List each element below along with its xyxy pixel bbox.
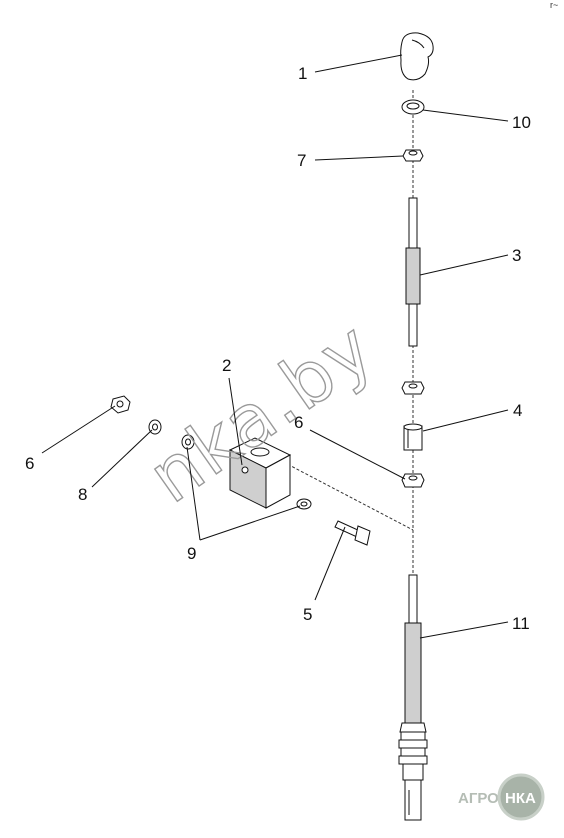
- nut-7-part: [402, 149, 424, 162]
- coupling-sleeve-4-part: [403, 423, 423, 451]
- nut-upper-part: [401, 381, 425, 395]
- callout-9: 9: [187, 544, 196, 563]
- threaded-rod-3-part: [405, 197, 421, 347]
- logo-text-right: НКА: [505, 790, 536, 807]
- bolt-5-part: [334, 520, 371, 546]
- corner-mark: r~: [550, 0, 558, 10]
- callout-6-left: 6: [25, 454, 34, 473]
- bracket-2-part: [228, 437, 292, 509]
- washer-10-part: [401, 99, 425, 115]
- callout-11: 11: [512, 614, 530, 633]
- washers-9-part: [181, 434, 312, 510]
- callout-7: 7: [297, 151, 306, 170]
- callout-2: 2: [222, 356, 231, 375]
- callout-4: 4: [513, 401, 522, 420]
- cable-11-part: [398, 574, 428, 821]
- callout-8: 8: [78, 485, 87, 504]
- leader-lines: [41, 54, 509, 639]
- callout-labels: 1 2 3 4 5 6 6 7 8 9 10 11: [25, 64, 531, 633]
- logo-circle: [497, 773, 545, 821]
- callout-10: 10: [512, 113, 531, 132]
- callout-6-right: 6: [294, 413, 303, 432]
- nut-6-left-part: [110, 395, 131, 414]
- nut-lower-part: [401, 473, 425, 488]
- callout-5: 5: [303, 605, 312, 624]
- agronka-logo: АГРО НКА: [458, 773, 545, 821]
- callout-3: 3: [512, 246, 521, 265]
- logo-text-left: АГРО: [458, 790, 499, 807]
- callout-1: 1: [298, 64, 307, 83]
- shift-knob-part: [400, 32, 434, 81]
